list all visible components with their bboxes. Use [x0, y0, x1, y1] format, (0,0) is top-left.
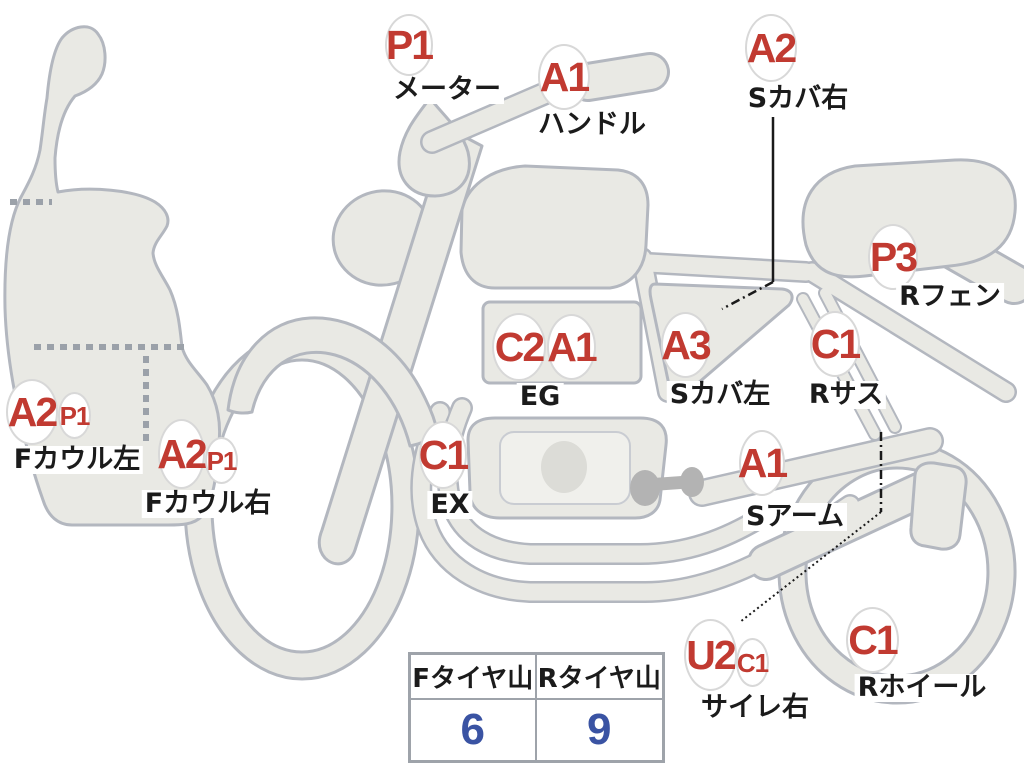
front-tire-depth-value: 6 — [411, 700, 537, 760]
grade-badge-silencer-right-1: U2 — [684, 619, 737, 691]
grade-badge-side-cover-right: A2 — [745, 14, 797, 82]
part-label-silencer-right: サイレ右 — [698, 694, 812, 722]
part-label-front-cowl-right: Fカウル右 — [141, 490, 275, 518]
front-tire-header: Fタイヤ山 — [411, 655, 537, 700]
part-label-swingarm: Sアーム — [742, 503, 848, 531]
part-label-meter: メーター — [390, 76, 504, 104]
engine-cover-circle — [541, 441, 587, 493]
seat — [801, 158, 1017, 279]
grade-badge-rear-wheel: C1 — [846, 607, 899, 673]
grade-badge-side-cover-left: A3 — [661, 312, 712, 378]
front-cowl-piece — [3, 25, 222, 527]
kickstand — [630, 467, 704, 506]
part-label-rear-suspension: Rサス — [805, 381, 887, 409]
grade-badge-engine-1: C2 — [492, 313, 546, 381]
front-fork — [317, 126, 484, 566]
grade-badge-handlebar: A1 — [538, 44, 590, 110]
grade-badge-exhaust: C1 — [419, 421, 469, 489]
grade-badge-rear-suspension: C1 — [810, 311, 861, 377]
grade-badge-meter: P1 — [385, 14, 434, 76]
cowl-cut-lines — [10, 199, 186, 444]
fuel-tank — [459, 164, 650, 290]
grade-badge-swingarm: A1 — [738, 430, 788, 496]
part-label-side-cover-left: Sカバ左 — [666, 381, 774, 409]
part-label-rear-fender: Rフェン — [896, 283, 1004, 311]
part-label-handlebar: ハンドル — [535, 111, 649, 139]
tire-tread-table: Fタイヤ山 Rタイヤ山 6 9 — [408, 652, 665, 763]
pointer-lines — [721, 117, 883, 623]
grade-badge-engine-2: A1 — [547, 314, 598, 380]
part-label-front-cowl-left: Fカウル左 — [10, 446, 144, 474]
part-label-side-cover-right: Sカバ右 — [744, 85, 852, 113]
grade-badge-front-cowl-left-1: A2 — [6, 379, 58, 445]
rear-tire-header: Rタイヤ山 — [536, 655, 662, 700]
part-label-engine: EG — [516, 383, 564, 411]
tire-table-header-row: Fタイヤ山 Rタイヤ山 — [411, 655, 662, 700]
grade-badge-front-cowl-right-2: P1 — [205, 437, 238, 484]
grade-badge-front-cowl-right-1: A2 — [157, 419, 208, 489]
part-label-exhaust: EX — [427, 491, 473, 519]
axle-block — [909, 461, 968, 551]
part-label-rear-wheel: Rホイール — [854, 674, 990, 702]
rear-tire-depth-value: 9 — [587, 705, 612, 754]
tire-table-value-row: 6 9 — [411, 700, 662, 760]
grade-badge-silencer-right-2: C1 — [736, 638, 769, 687]
grade-badge-rear-fender: P3 — [868, 224, 918, 290]
grade-badge-front-cowl-left-2: P1 — [58, 392, 91, 439]
